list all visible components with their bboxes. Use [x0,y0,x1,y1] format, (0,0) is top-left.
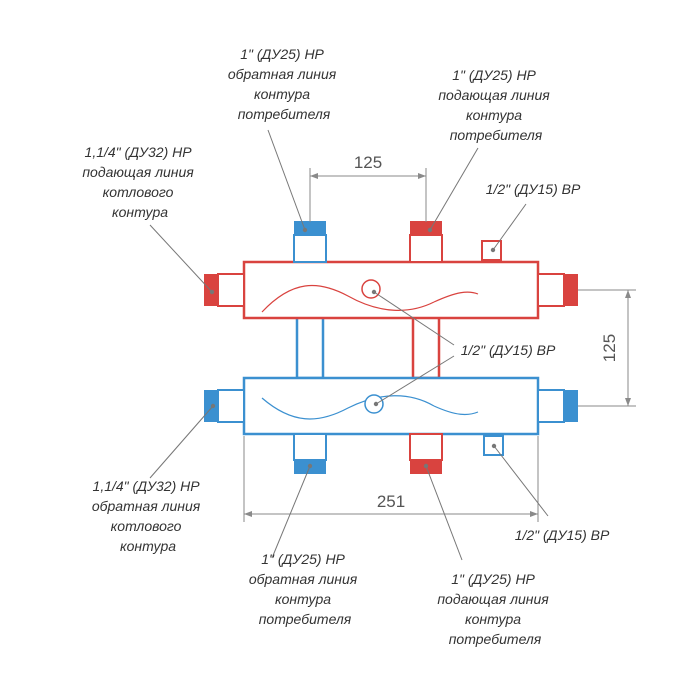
bottom-return-outlet [293,433,327,474]
label-return-consumer-top: 1" (ДУ25) НР обратная линия контура потр… [228,46,340,122]
return-header-flow-line [261,395,435,420]
dimension-header-spacing-value: 125 [600,334,619,362]
dimension-header-spacing [578,289,636,407]
label-bottom-small-port: 1/2" (ДУ15) ВР [515,527,610,543]
dimension-header-length [243,436,539,522]
link-pipe-return [295,314,325,380]
label-supply-boiler: 1,1/4" (ДУ32) НР подающая линия котловог… [82,144,197,220]
return-inlet-right [537,389,578,423]
supply-header-flow-line-end [433,291,479,303]
supply-outlet-right [537,273,578,307]
label-return-boiler: 1,1/4" (ДУ32) НР обратная линия котловог… [92,478,204,554]
dimension-outlet-spacing-value: 125 [354,153,382,172]
dimension-outlet-spacing [309,168,427,222]
label-return-consumer-bottom: 1" (ДУ25) НР обратная линия контура потр… [249,551,361,627]
label-top-small-port: 1/2" (ДУ15) ВР [486,181,581,197]
manifold-body [204,221,578,474]
return-boiler-outlet-left [204,389,245,423]
dimension-header-length-value: 251 [377,492,405,511]
leader-lines [149,129,549,561]
supply-header-flow-line [261,285,435,313]
label-supply-consumer-top: 1" (ДУ25) НР подающая линия контура потр… [438,67,553,143]
link-pipe-supply [411,314,441,380]
top-supply-outlet [409,221,443,263]
label-supply-consumer-bottom: 1" (ДУ25) НР подающая линия контура потр… [437,571,552,647]
return-header [242,376,540,436]
supply-boiler-inlet-left [204,273,245,307]
return-header-flow-line-end [433,405,479,416]
top-return-outlet [293,221,327,263]
supply-header [242,260,540,320]
supply-header-port-circle [361,279,381,299]
label-center-ports: 1/2" (ДУ15) ВР [461,342,556,358]
